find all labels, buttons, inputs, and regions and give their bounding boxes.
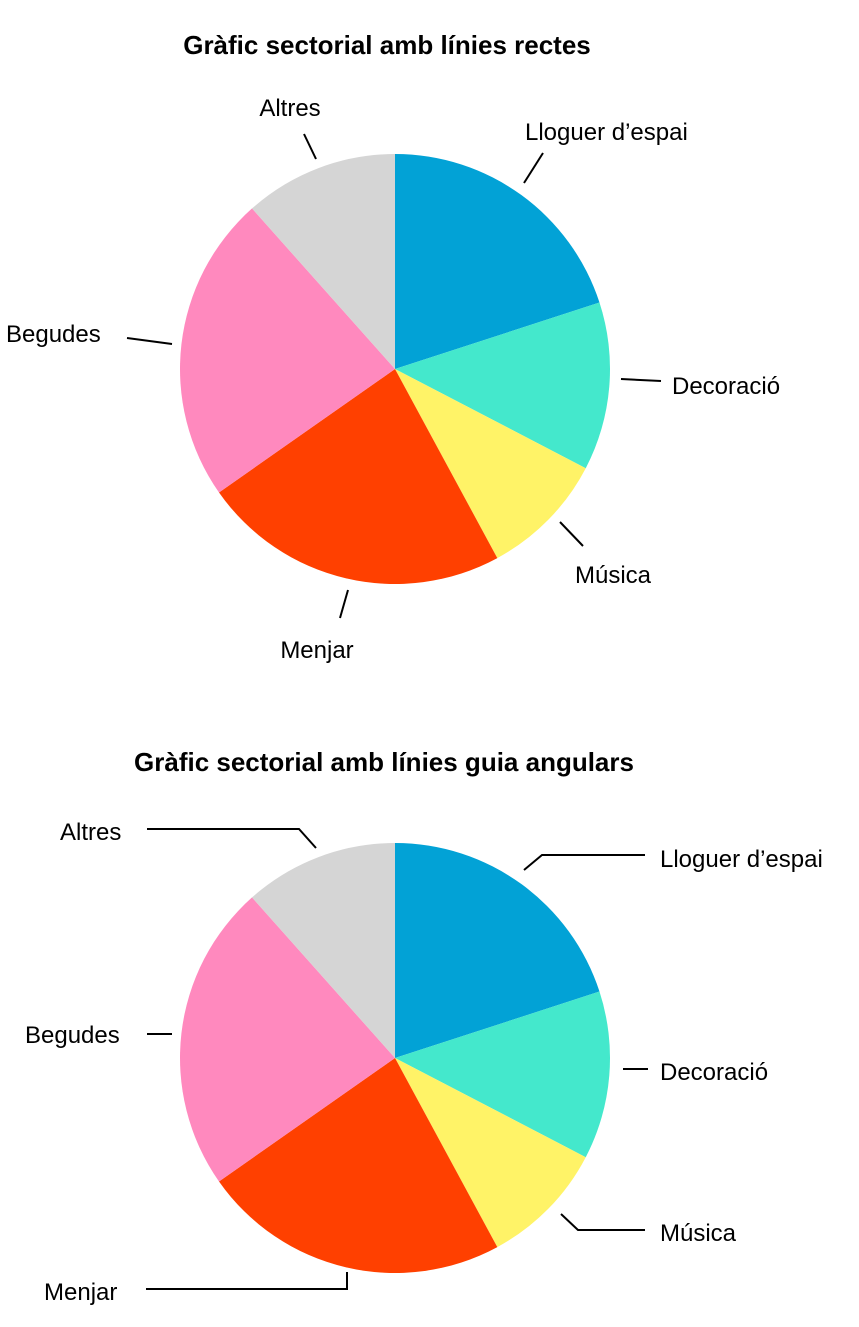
chart-title-angled: Gràfic sectorial amb línies guia angular…: [134, 747, 634, 777]
pie-slice: [395, 991, 611, 1158]
slice-label: Menjar: [44, 1279, 117, 1306]
leader-line: [523, 854, 645, 871]
leader-line: [126, 337, 173, 345]
slice-label: Música: [575, 562, 652, 589]
pie-slices-angled: [180, 843, 611, 1274]
pie-slice: [219, 1058, 498, 1274]
pie-slice: [395, 302, 611, 469]
pie-slice: [395, 1058, 586, 1248]
pie-slice: [180, 208, 395, 493]
slice-label: Lloguer d’espai: [525, 119, 688, 146]
slice-label: Begudes: [25, 1022, 120, 1049]
pie-slice: [180, 897, 395, 1182]
chart-title-straight: Gràfic sectorial amb línies rectes: [183, 30, 591, 60]
leader-line: [147, 828, 317, 849]
pie-slice: [395, 369, 586, 559]
slice-label: Begudes: [6, 321, 101, 348]
pie-slices-straight: [180, 154, 611, 585]
leader-lines-straight: [126, 133, 662, 619]
slice-label: Decoració: [672, 373, 780, 400]
leader-line: [560, 1213, 645, 1231]
slice-label: Lloguer d’espai: [660, 846, 823, 873]
leader-line: [620, 378, 662, 382]
slice-label: Altres: [259, 95, 320, 122]
leader-line: [559, 521, 584, 547]
pie-slice: [395, 843, 600, 1058]
pie-slice: [252, 154, 395, 369]
slice-label: Música: [660, 1220, 737, 1247]
pie-slice: [252, 843, 395, 1058]
leader-line: [523, 152, 544, 184]
leader-line: [146, 1272, 348, 1290]
pie-chart-angled-lines: Gràfic sectorial amb línies guia angular…: [25, 747, 823, 1306]
slice-label: Altres: [60, 819, 121, 846]
slice-label: Decoració: [660, 1059, 768, 1086]
leader-line: [339, 589, 349, 619]
leader-lines-angled: [146, 828, 648, 1290]
pie-slice: [395, 154, 600, 369]
pie-slice: [219, 369, 498, 585]
leader-line: [303, 133, 317, 160]
pie-chart-straight-lines: Gràfic sectorial amb línies rectes Llogu…: [6, 30, 780, 664]
slice-label: Menjar: [280, 637, 353, 664]
